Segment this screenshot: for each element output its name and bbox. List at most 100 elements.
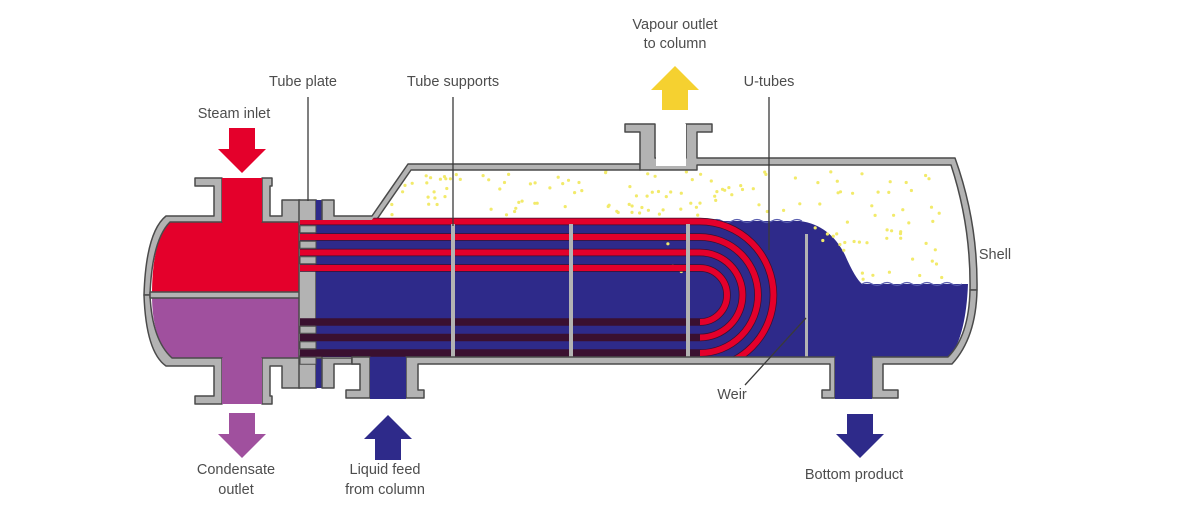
- vapour-bubble: [454, 173, 458, 177]
- channel-wall-bottom-right: [261, 357, 301, 405]
- vapour-bubble: [630, 204, 634, 208]
- pass-partition: [149, 291, 301, 299]
- vapour-bubble: [757, 203, 761, 207]
- vapour-bubble: [481, 174, 485, 178]
- vapour-bubble: [860, 271, 865, 275]
- vapour-bubble: [638, 211, 642, 215]
- vapour-bubble: [689, 201, 693, 205]
- vapour-bubble: [517, 200, 521, 204]
- vapour-bubble: [835, 179, 839, 183]
- vapour-bubble: [504, 213, 509, 217]
- condensate-chamber: [152, 295, 300, 404]
- vapour-bubble: [432, 190, 436, 194]
- u-tube: [300, 218, 777, 357]
- vapour-bubble: [816, 181, 820, 185]
- vapour-bubble: [911, 257, 915, 261]
- vapour-bubble: [709, 179, 713, 183]
- vapour-bubble: [871, 273, 875, 277]
- vapour-bubble: [825, 232, 830, 236]
- vapour-bubble: [876, 190, 880, 194]
- vapour-bubble: [533, 201, 537, 205]
- vapour-bubble: [646, 172, 650, 176]
- vapour-bubble: [937, 211, 941, 215]
- label-steam-inlet: Steam inlet: [198, 106, 271, 122]
- vapour-bubble: [838, 242, 842, 247]
- vapour-bubble: [713, 194, 717, 198]
- vapour-bubble: [899, 236, 903, 240]
- vapour-bubble: [513, 209, 517, 214]
- vapour-bubble: [427, 202, 431, 206]
- vapour-bubble: [650, 190, 654, 194]
- label-shell: Shell: [979, 247, 1011, 263]
- vapour-bubble: [498, 187, 502, 191]
- vapour-bubble: [656, 189, 661, 194]
- label-bottom-product: Bottom product: [805, 467, 903, 483]
- vapour-outlet-arrow: [651, 66, 699, 110]
- vapour-bubble: [852, 239, 856, 244]
- vapour-bubble: [533, 181, 537, 185]
- tube-plate-hole: [299, 341, 317, 350]
- vapour-bubble: [535, 201, 539, 205]
- vapour-bubble: [720, 187, 725, 191]
- label-liquid-feed-1: Liquid feed: [350, 462, 421, 478]
- vapour-bubble: [401, 190, 405, 194]
- tube-support: [451, 224, 455, 357]
- vapour-bubble: [556, 175, 560, 179]
- vapour-bubble: [698, 201, 702, 205]
- vapour-bubble: [892, 213, 896, 217]
- channel-wall-top-right: [261, 177, 301, 223]
- label-u-tubes: U-tubes: [744, 74, 795, 90]
- tube-supports: [451, 224, 690, 357]
- vapour-bubble: [929, 205, 934, 209]
- vapour-bubble: [628, 185, 632, 189]
- vapour-bubble: [924, 241, 928, 245]
- weir-leader: [744, 317, 807, 386]
- vapour-bubble: [851, 191, 855, 195]
- vapour-bubble: [657, 212, 662, 216]
- bottom-nozzle-fluid: [835, 357, 872, 399]
- vapour-bubble: [857, 240, 862, 244]
- vapour-bubble: [645, 194, 649, 198]
- vapour-bubble: [845, 220, 850, 224]
- u-tube: [300, 249, 746, 341]
- vapour-bubble: [425, 181, 429, 185]
- vapour-bubble: [634, 194, 639, 198]
- liquid-surface-right: [861, 281, 963, 287]
- vapour-bubble: [887, 190, 891, 194]
- steam-chamber: [152, 178, 300, 295]
- vapour-bubble: [403, 183, 407, 187]
- vapour-bubble: [690, 178, 694, 182]
- vapour-bubble: [931, 219, 935, 223]
- u-tube-bundle: [300, 217, 778, 357]
- vapour-bubble: [861, 277, 865, 281]
- vapour-bubble: [661, 208, 665, 212]
- vapour-bubble: [836, 191, 840, 195]
- vapour-bubble: [887, 270, 892, 274]
- u-tube: [300, 234, 761, 356]
- vapour-bubble: [442, 175, 447, 179]
- vapour-bubble: [890, 229, 894, 233]
- condensate-nozzle-fluid: [222, 358, 262, 404]
- liquid-feed-arrow: [364, 415, 412, 460]
- label-tube-plate: Tube plate: [269, 74, 337, 90]
- label-liquid-feed-2: from column: [345, 482, 425, 498]
- vapour-bubble: [934, 262, 939, 266]
- vapour-bubble: [835, 232, 839, 236]
- vapour-bubble: [714, 198, 718, 202]
- vapour-bubble: [888, 180, 892, 184]
- vapour-bubble: [580, 189, 584, 193]
- vapour-bubble: [640, 205, 644, 210]
- tube-plate-hole: [299, 240, 317, 249]
- vapour-bubble: [782, 208, 786, 212]
- vapour-bubble: [907, 221, 911, 225]
- vapour-bubble: [904, 180, 908, 185]
- vapour-bubble: [927, 177, 931, 181]
- vapour-bubble: [646, 208, 651, 212]
- vapour-bubble: [487, 178, 491, 182]
- vapour-nozzle-interior: [656, 124, 686, 166]
- label-weir: Weir: [717, 387, 747, 403]
- vapour-bubble: [793, 176, 798, 180]
- vapour-bubble: [727, 186, 731, 190]
- tube-plate-shellside: [316, 200, 322, 388]
- label-vapour-outlet-1: Vapour outlet: [632, 17, 717, 33]
